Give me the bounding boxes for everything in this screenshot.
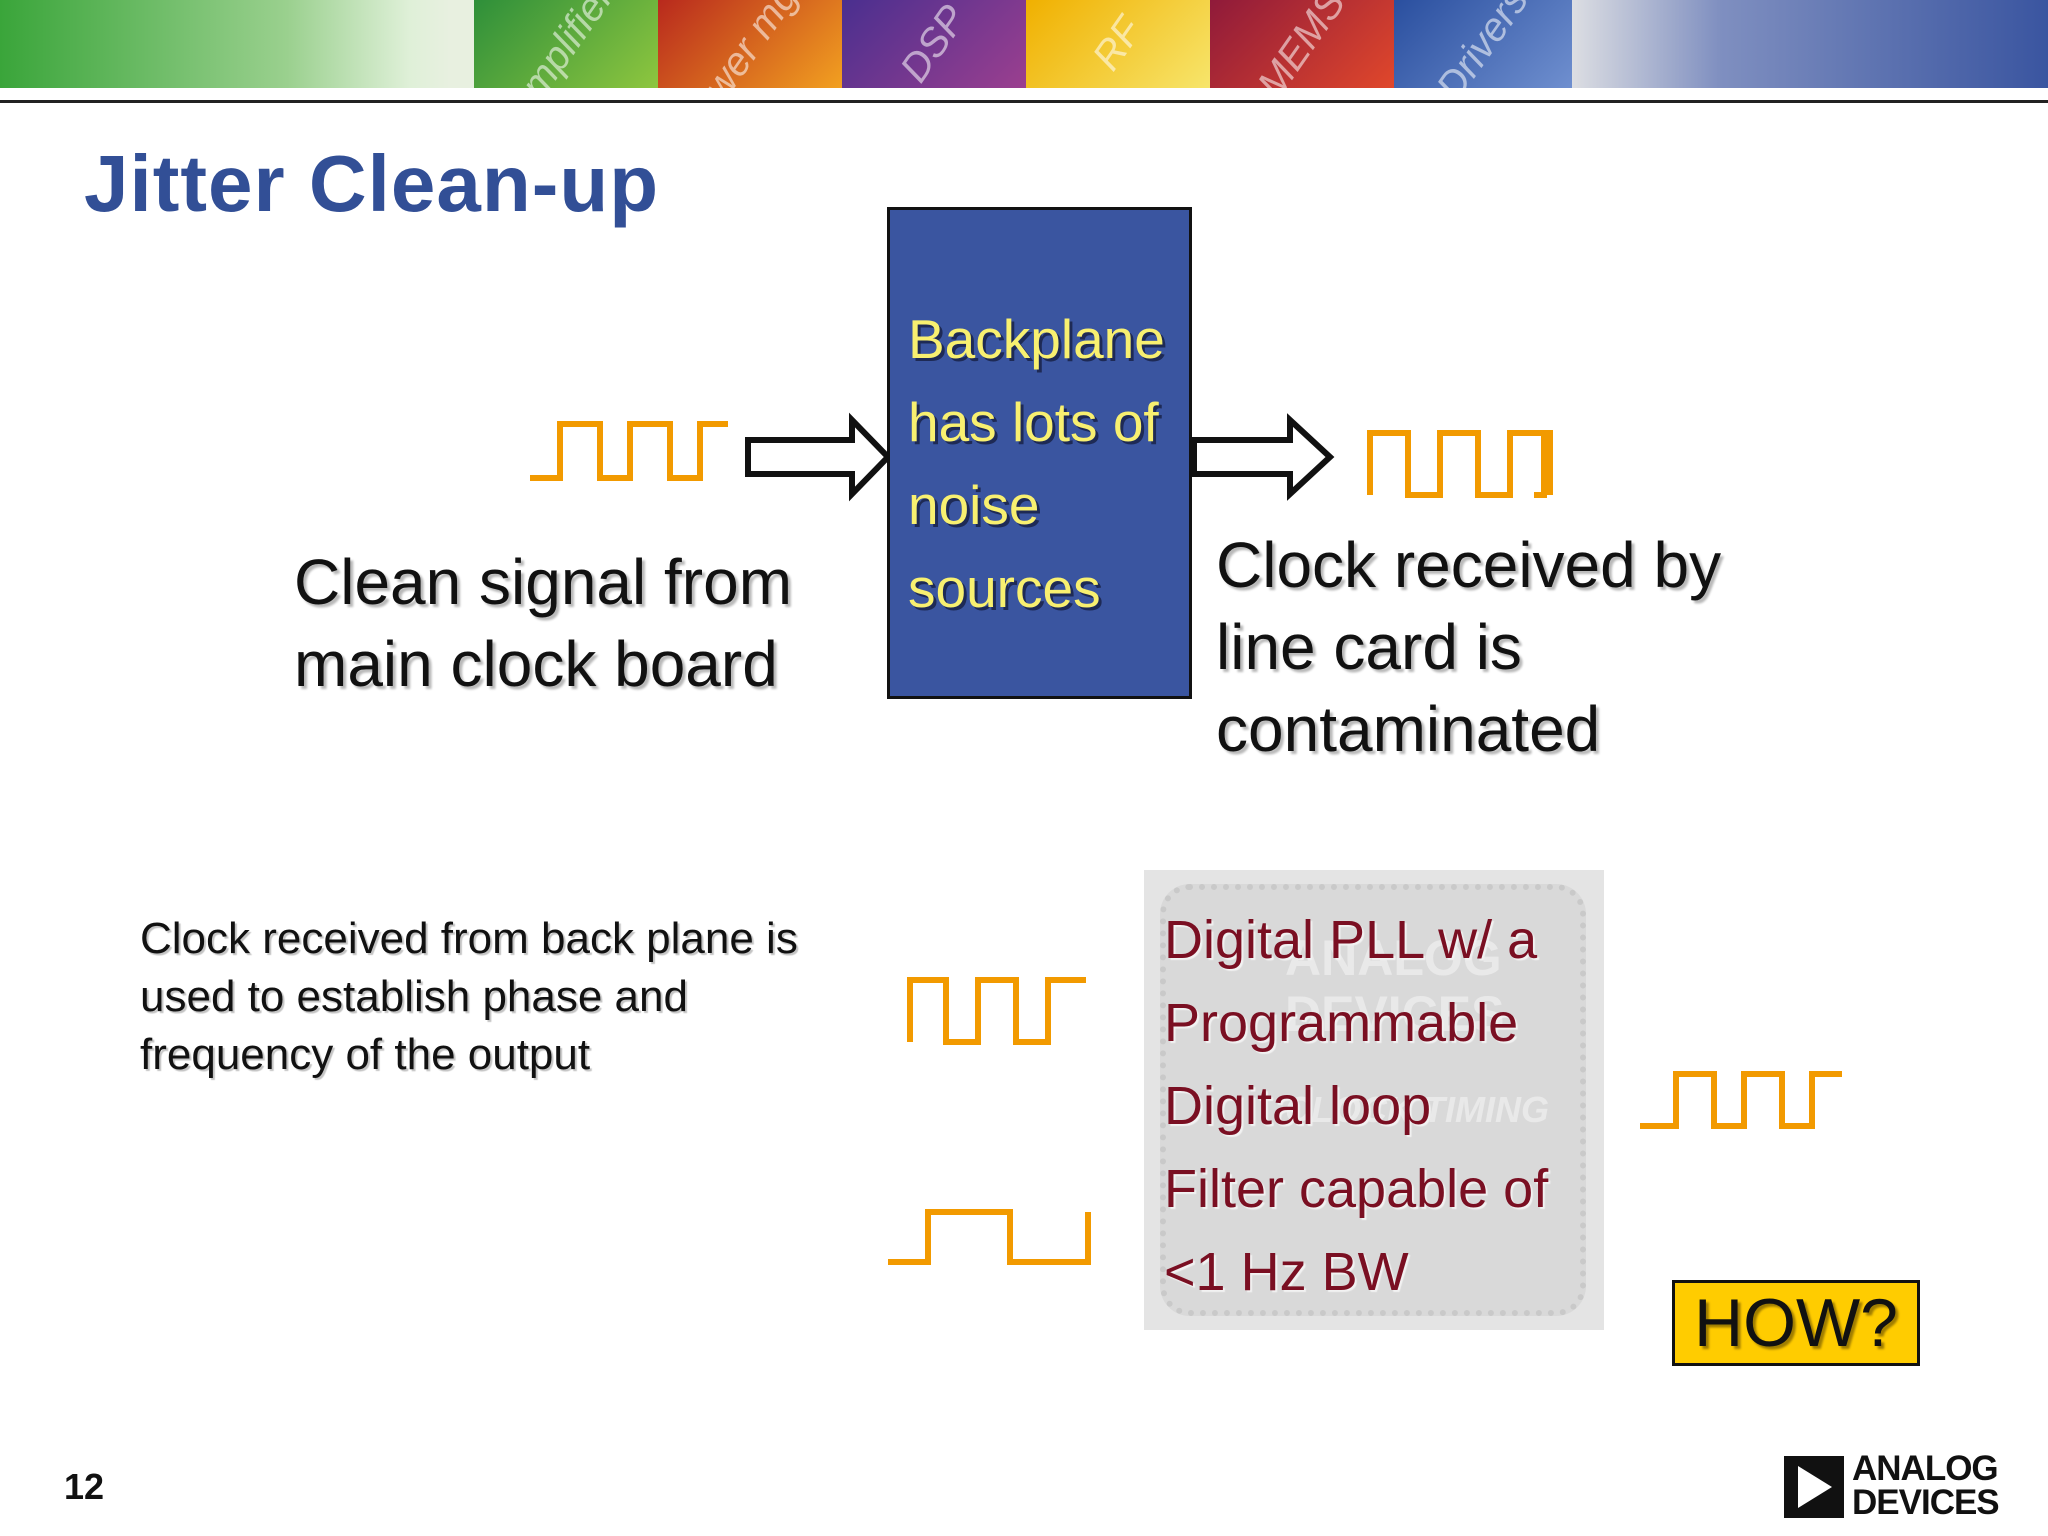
output-arrow-icon — [1191, 413, 1335, 501]
backplane-text: Backplane has lots of noise sources — [908, 298, 1198, 630]
chip-logo-line: DEVICES — [1285, 986, 1505, 1042]
slide-title: Jitter Clean-up — [84, 139, 660, 228]
clean-clock-waveform — [530, 421, 728, 481]
pll-description-line: Clock received from back plane is — [140, 914, 798, 963]
contaminated-line: line card is — [1216, 611, 1522, 683]
banner-tile-dsp: DSP — [842, 0, 1026, 88]
contaminated-line: Clock received by — [1216, 529, 1722, 601]
backplane-line: noise — [908, 474, 1040, 536]
analog-devices-logo-icon — [1784, 1456, 1844, 1518]
backplane-box — [887, 207, 1192, 699]
logo-line: ANALOG — [1852, 1449, 1999, 1488]
chip-logo-line: ANALOG — [1285, 930, 1502, 986]
pll-output-waveform — [1640, 1071, 1842, 1129]
logo-line: DEVICES — [1852, 1483, 2000, 1522]
pll-chip-text: Digital PLL w/ a Programmable Digital lo… — [1164, 899, 1604, 1314]
banner-tile-mems: MEMS — [1210, 0, 1394, 88]
clean-signal-line: Clean signal from — [294, 546, 792, 618]
backplane-line: has lots of — [908, 391, 1159, 453]
banner-divider — [0, 100, 2048, 103]
clean-signal-line: main clock board — [294, 628, 778, 700]
page-number: 12 — [64, 1466, 105, 1507]
backplane-line: sources — [908, 557, 1101, 619]
pll-description: Clock received from back plane is used t… — [140, 910, 900, 1084]
chip-logo-watermark: ANALOG DEVICES CLOCK TIMING — [1285, 930, 1605, 1138]
chip-logo-line: CLOCK TIMING — [1285, 1089, 1549, 1130]
banner-tile-power: Power mgmt — [658, 0, 842, 88]
pll-input-waveform — [907, 977, 1086, 1045]
pll-description-line: used to establish phase and — [140, 972, 688, 1021]
contaminated-line: contaminated — [1216, 693, 1601, 765]
header-banner: Amplifiers Power mgmt DSP RF MEMS Driver… — [0, 0, 2048, 88]
chip-body — [1160, 884, 1586, 1316]
pll-chip-line: Filter capable of — [1164, 1159, 1549, 1219]
contaminated-clock-waveform — [1367, 430, 1553, 498]
pll-chip-line: <1 Hz BW — [1164, 1242, 1409, 1302]
banner-tile-amplifiers: Amplifiers — [474, 0, 658, 88]
contaminated-clock-waveform-tail — [1534, 430, 1550, 498]
how-button-label: HOW? — [1694, 1285, 1898, 1361]
analog-devices-logo-text: ANALOG DEVICES — [1852, 1449, 2000, 1522]
contaminated-label: Clock received by line card is contamina… — [1216, 524, 1836, 770]
how-button — [1672, 1280, 1920, 1366]
pll-chip-line: Digital loop — [1164, 1076, 1432, 1136]
clean-signal-label: Clean signal from main clock board — [294, 541, 874, 705]
banner-tile-rf: RF — [1026, 0, 1210, 88]
input-arrow-icon — [745, 412, 893, 502]
backplane-line: Backplane — [908, 308, 1165, 370]
pll-reference-waveform — [888, 1209, 1091, 1265]
banner-tile-drivers: Drivers — [1394, 0, 1572, 88]
pll-chip-line: Programmable — [1164, 993, 1519, 1053]
pll-chip-line: Digital PLL w/ a — [1164, 910, 1538, 970]
pll-description-line: frequency of the output — [140, 1030, 591, 1079]
